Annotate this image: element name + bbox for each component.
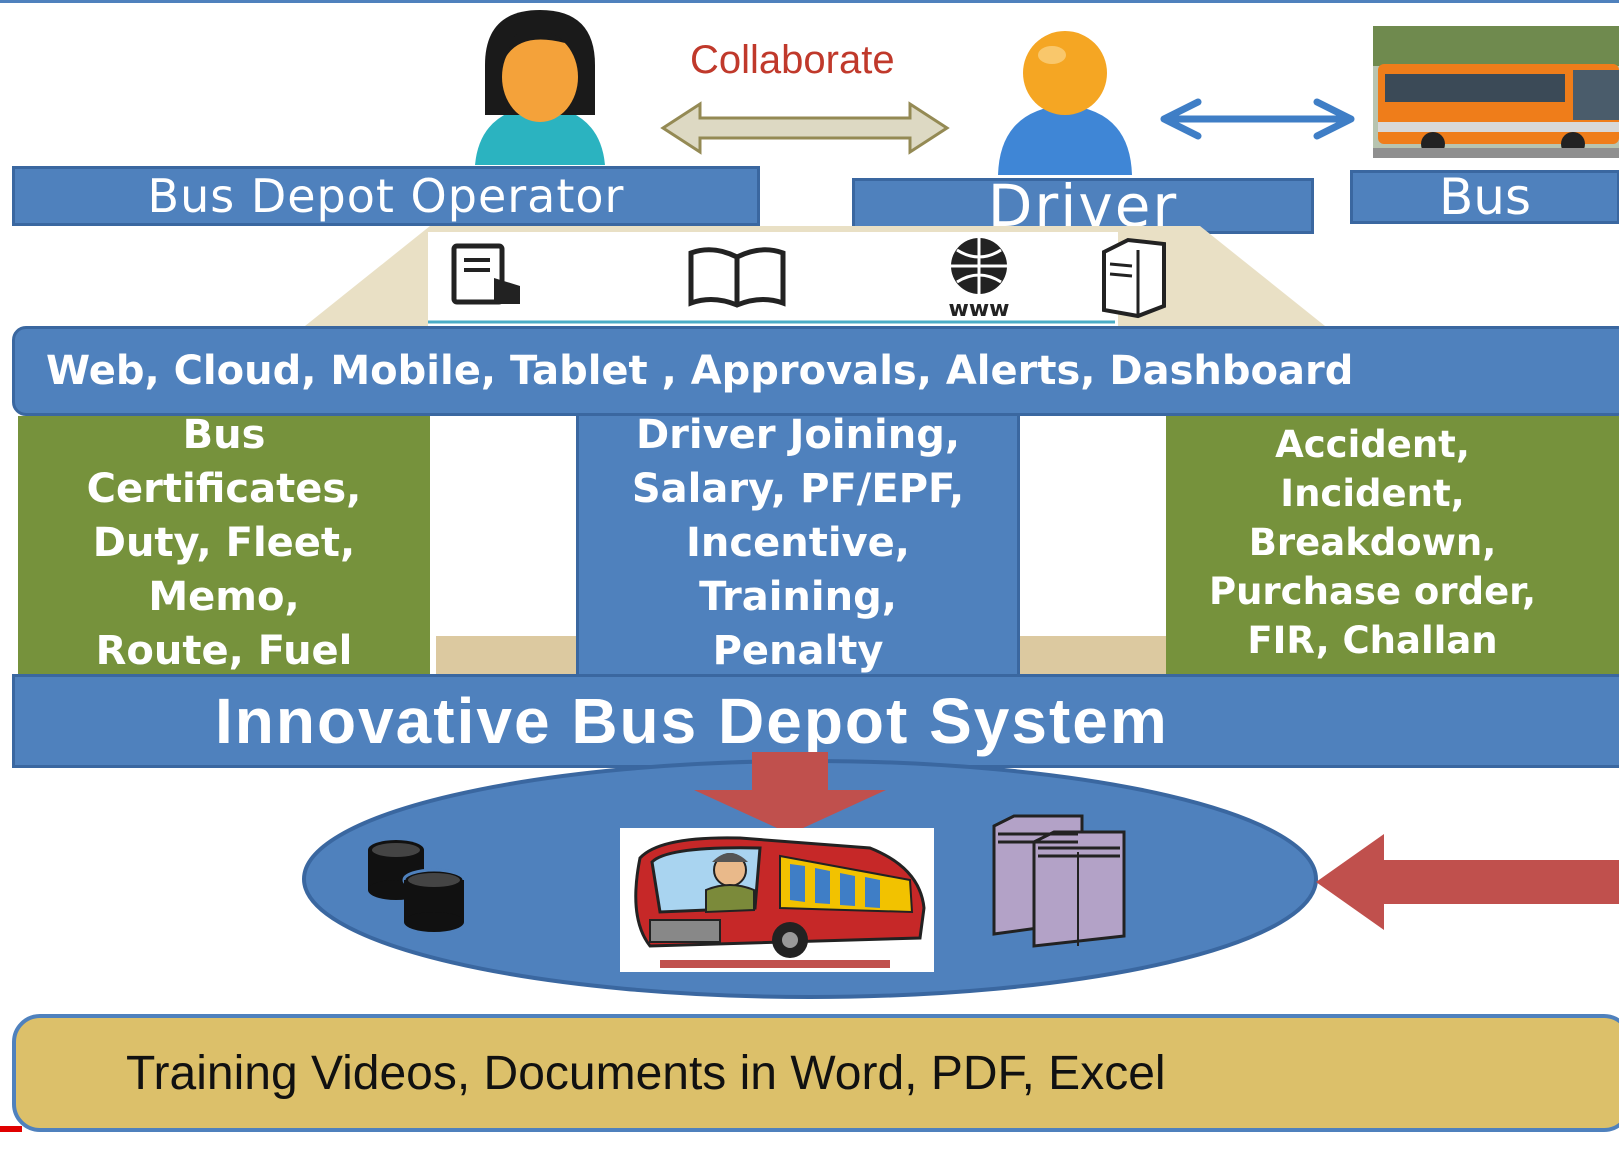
channels-bar-text: Web, Cloud, Mobile, Tablet , Approvals, … — [46, 348, 1354, 394]
bus-module-line: Route, Fuel — [95, 628, 353, 674]
incident-module-line: Purchase order, — [1208, 570, 1537, 613]
driver-module-line: Training, — [699, 574, 897, 620]
database-icon — [368, 840, 466, 932]
footer-resources-box: Training Videos, Documents in Word, PDF,… — [12, 1014, 1619, 1132]
tablet-touch-icon — [451, 243, 520, 305]
tan-gap-right — [1020, 636, 1166, 676]
bus-module-line: Bus — [182, 416, 266, 458]
driver-module-column: Driver Joining, Salary, PF/EPF, Incentiv… — [576, 416, 1020, 678]
driver-module-line: Penalty — [712, 628, 884, 674]
server-rack-icon — [992, 814, 1126, 948]
operator-label: Bus Depot Operator — [12, 166, 760, 226]
channels-bar — [12, 326, 1619, 416]
driver-avatar-icon — [998, 31, 1132, 175]
www-globe-icon: www — [949, 238, 1010, 322]
operator-avatar-icon — [475, 10, 605, 165]
svg-text:www: www — [949, 297, 1010, 322]
incident-module-column: Accident, Incident, Breakdown, Purchase … — [1166, 416, 1619, 678]
driver-module-line: Incentive, — [686, 520, 910, 566]
incident-module-line: FIR, Challan — [1247, 619, 1498, 662]
frame-top-line — [0, 0, 1619, 3]
incident-module-line: Breakdown, — [1248, 521, 1497, 564]
corner-mark — [0, 1126, 22, 1132]
incident-module-line: Accident, — [1275, 423, 1470, 466]
driver-module-line: Driver Joining, — [635, 416, 961, 458]
bus-photo — [1373, 26, 1619, 158]
tan-gap-left — [436, 636, 576, 676]
collaborate-label: Collaborate — [690, 38, 895, 82]
incident-module-line: Incident, — [1280, 472, 1465, 515]
down-red-arrow — [694, 752, 886, 834]
left-red-arrow — [1316, 834, 1619, 930]
server-tower-icon — [1102, 237, 1166, 319]
driver-module-line: Salary, PF/EPF, — [631, 466, 965, 512]
bus-label: Bus — [1350, 168, 1619, 226]
bus-module-column: Bus Certificates, Duty, Fleet, Memo, Rou… — [18, 416, 430, 678]
collaborate-arrow — [660, 101, 950, 155]
bus-module-line: Duty, Fleet, — [92, 520, 356, 566]
bus-driver-clipart — [620, 828, 934, 972]
channels-backdrop — [300, 226, 1330, 330]
bus-module-line: Memo, — [148, 574, 300, 620]
open-book-icon — [688, 247, 786, 308]
driver-bus-arrow — [1160, 98, 1355, 140]
bus-module-line: Certificates, — [86, 466, 362, 512]
